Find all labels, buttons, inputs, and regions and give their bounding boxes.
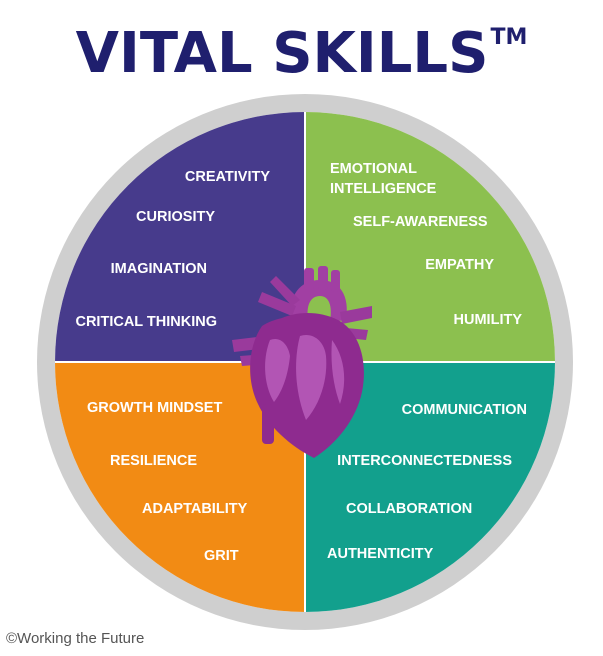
skill-adaptability: ADAPTABILITY — [142, 501, 248, 517]
skill-collaboration: COLLABORATION — [346, 501, 472, 517]
skill-humility: HUMILITY — [454, 312, 523, 328]
skill-critical-thinking: CRITICAL THINKING — [75, 314, 217, 330]
page-title: VITAL SKILLSTM — [0, 2, 603, 90]
skill-imagination: IMAGINATION — [111, 261, 207, 277]
skill-empathy: EMPATHY — [425, 257, 494, 273]
skill-authenticity: AUTHENTICITY — [327, 546, 434, 562]
skill-growth-mindset: GROWTH MINDSET — [87, 400, 222, 416]
skill-resilience: RESILIENCE — [110, 453, 197, 469]
skill-self-awareness: SELF-AWARENESS — [353, 214, 488, 230]
trademark-symbol: TM — [490, 25, 528, 50]
skill-emotional-line2: INTELLIGENCE — [330, 181, 437, 197]
skill-curiosity: CURIOSITY — [136, 209, 215, 225]
skill-interconnectedness: INTERCONNECTEDNESS — [337, 453, 512, 469]
title-text: VITAL SKILLS — [75, 21, 489, 86]
skill-grit: GRIT — [204, 548, 239, 564]
copyright-footer: ©Working the Future — [6, 630, 145, 647]
skill-emotional-line1: EMOTIONAL — [330, 161, 417, 177]
anatomical-heart-icon — [232, 266, 372, 458]
skill-creativity: CREATIVITY — [185, 169, 270, 185]
skill-communication: COMMUNICATION — [402, 402, 527, 418]
